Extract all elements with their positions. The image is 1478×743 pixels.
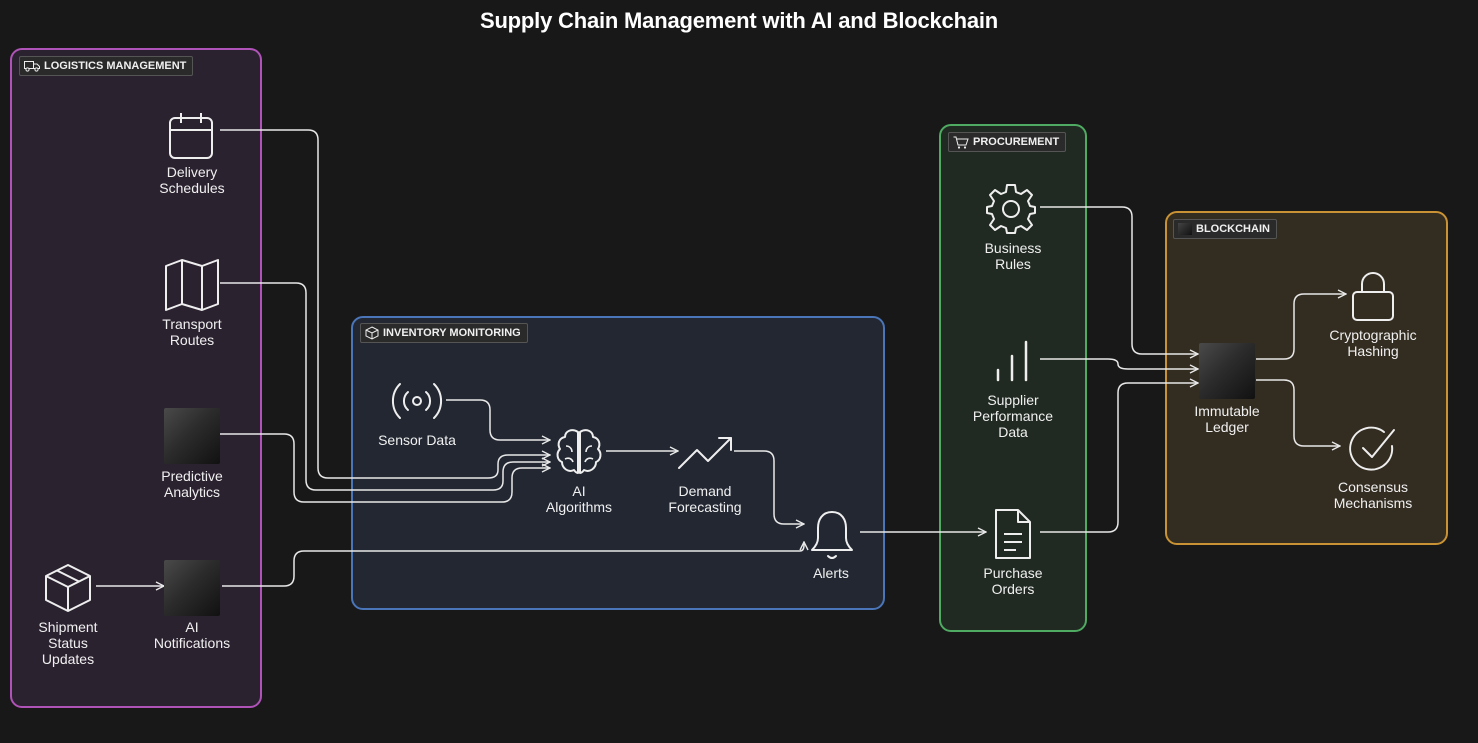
edge-demand-to-alerts [734,450,804,524]
node-alerts: Alerts [781,565,881,581]
brain-icon [556,429,602,474]
edge-ledger-to-consensus [1256,379,1340,446]
broadcast-icon [391,383,443,419]
edge-predictive-to-ai [220,433,550,503]
node-label: Routes [169,332,215,348]
node-label: Cryptographic [1329,327,1417,343]
node-immutable-ledger: Immutable Ledger [1177,403,1277,435]
truck-icon [24,61,40,72]
node-ai-algorithms: AI Algorithms [529,483,629,515]
group-tag-blockchain: BLOCKCHAIN [1173,219,1277,239]
node-label: Business [984,240,1042,256]
node-sensor-data: Sensor Data [367,432,467,448]
node-label: Alerts [813,565,849,581]
calendar-icon [169,113,213,159]
node-label: Predictive [161,468,223,484]
node-label: Schedules [159,180,225,196]
node-label: Performance [972,408,1054,424]
edge-supplier-to-ledger [1040,358,1198,369]
image-icon [1199,343,1255,399]
node-label: Notifications [153,635,231,651]
image-icon [1178,223,1192,235]
node-label: Analytics [163,484,221,500]
node-shipment-status-updates: Shipment Status Updates [18,619,118,667]
node-purchase-orders: Purchase Orders [963,565,1063,597]
edge-purchase-to-ledger [1040,383,1198,533]
trend-up-icon [678,437,732,469]
box-icon [365,326,379,340]
check-circle-icon [1349,426,1395,471]
edge-notifications-to-alerts [222,542,804,587]
node-business-rules: Business Rules [963,240,1063,272]
group-inventory-monitoring [351,316,885,610]
node-label: Forecasting [668,499,742,515]
group-tag-procurement: PROCUREMENT [948,132,1067,152]
node-label: Shipment [38,619,98,635]
node-cryptographic-hashing: Cryptographic Hashing [1318,327,1428,359]
node-label: AI [185,619,199,635]
edge-business-to-ledger [1040,206,1198,354]
bar-chart-icon [996,340,1028,382]
map-icon [165,259,219,311]
group-label-blockchain: BLOCKCHAIN [1196,223,1270,235]
lock-icon [1352,272,1394,321]
node-label: Algorithms [545,499,613,515]
node-label: Transport [162,316,222,332]
image-icon [164,560,220,616]
node-label: Mechanisms [1333,495,1413,511]
cart-icon [953,136,969,149]
node-label: Demand [678,483,732,499]
group-logistics-management [10,48,262,708]
group-label-inventory: INVENTORY MONITORING [383,327,521,339]
node-label: Ledger [1205,419,1249,435]
node-label: AI [572,483,586,499]
node-label: Immutable [1194,403,1260,419]
node-supplier-performance-data: Supplier Performance Data [963,392,1063,440]
node-delivery-schedules: Delivery Schedules [142,164,242,196]
node-demand-forecasting: Demand Forecasting [655,483,755,515]
node-predictive-analytics: Predictive Analytics [142,468,242,500]
edge-ledger-to-hashing [1256,294,1346,360]
package-icon [45,564,91,612]
diagram-title: Supply Chain Management with AI and Bloc… [479,8,999,33]
group-tag-logistics: LOGISTICS MANAGEMENT [19,56,194,76]
node-label: Delivery [166,164,218,180]
group-label-procurement: PROCUREMENT [973,136,1060,148]
edge-delivery-to-ai [220,129,550,479]
node-consensus-mechanisms: Consensus Mechanisms [1318,479,1428,511]
node-ai-notifications: AI Notifications [142,619,242,651]
group-tag-inventory: INVENTORY MONITORING [360,323,528,343]
group-label-logistics: LOGISTICS MANAGEMENT [44,60,187,72]
edge-sensor-to-ai [446,399,550,440]
node-label: Supplier [987,392,1039,408]
node-label: Purchase [983,565,1043,581]
node-label: Consensus [1337,479,1409,495]
node-transport-routes: Transport Routes [142,316,242,348]
node-label: Sensor Data [378,432,456,448]
node-label: Data [998,424,1028,440]
bell-icon [811,511,853,559]
image-icon [164,408,220,464]
node-label: Updates [41,651,95,667]
node-label: Rules [995,256,1031,272]
node-label: Status [48,635,88,651]
edge-transport-to-ai [220,282,550,491]
node-label: Orders [991,581,1035,597]
document-icon [995,509,1031,559]
gear-icon [986,184,1036,234]
node-label: Hashing [1347,343,1399,359]
